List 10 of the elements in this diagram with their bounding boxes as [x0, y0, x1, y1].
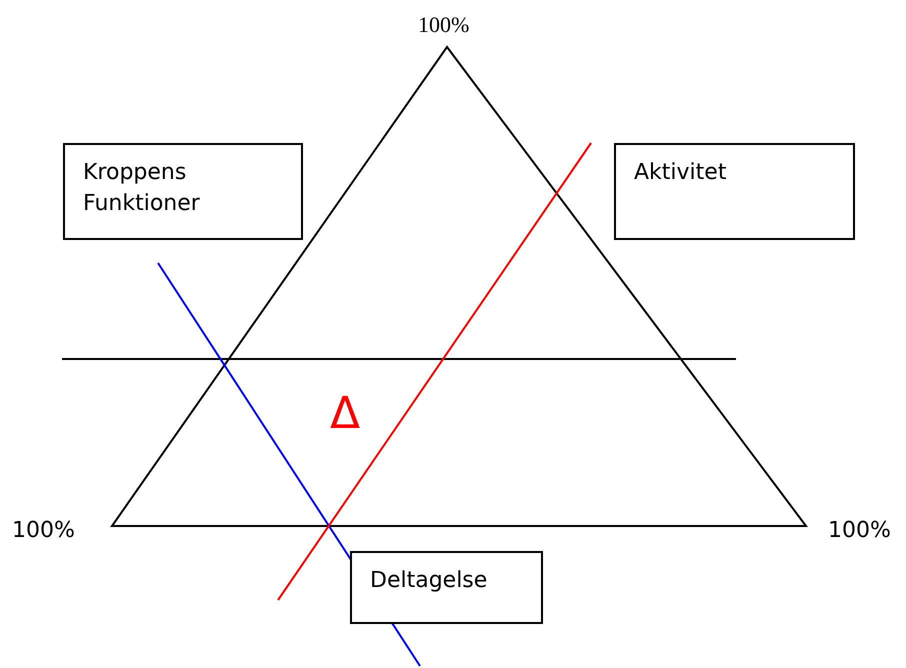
percent-label: 100%: [12, 518, 75, 543]
label-box: [350, 551, 543, 624]
label-box: [63, 143, 303, 240]
box-label: Kroppens Funktioner: [83, 159, 201, 218]
box-label: Deltagelse: [370, 567, 488, 595]
delta-symbol: Δ: [330, 388, 360, 439]
box-label: Aktivitet: [634, 159, 728, 187]
percent-label: 100%: [828, 518, 891, 543]
label-box: [614, 143, 855, 240]
percent-label: 100%: [418, 12, 470, 38]
